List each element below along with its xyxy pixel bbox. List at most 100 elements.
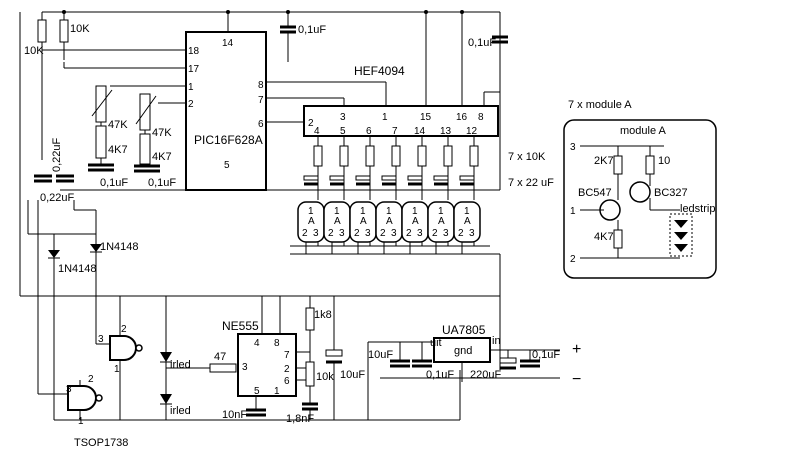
svg-text:6: 6 [284,376,290,387]
module-ledstrip: ledstrip [680,203,715,215]
bank-resistor [365,145,375,167]
label-47k-2: 47K [152,127,172,139]
svg-text:4: 4 [254,338,260,349]
module-pin-1: 1 [386,206,392,217]
pic-pin-6: 6 [258,119,264,130]
pic-pin-7: 7 [258,95,264,106]
module-pin-2: 2 [354,228,360,239]
svg-text:2: 2 [284,364,290,375]
label-220uf: 220uF [470,369,501,381]
svg-text:13: 13 [440,126,452,137]
bank-capacitor [433,175,449,181]
module-pin-2: 2 [328,228,334,239]
svg-text:1: 1 [274,386,280,397]
svg-text:1: 1 [570,206,576,217]
svg-text:1: 1 [382,112,388,123]
label-1n4148-lower: 1N4148 [58,263,97,275]
svg-text:5: 5 [254,386,260,397]
label-tsop1738: TSOP1738 [74,437,128,449]
label-4k7-2: 4K7 [152,151,172,163]
bank-resistor [469,145,479,167]
label-cap-top-2: 0,1uF [468,37,496,49]
ne555-timing: 1k8 10k 1,8nF 10uF [286,296,365,425]
module-pin-3: 3 [365,228,371,239]
svg-text:3: 3 [340,112,346,123]
hef-label: HEF4094 [354,64,405,78]
resistor-10k-right: 10K [59,19,90,60]
supply-rails [41,10,501,190]
label-r47: 47 [214,351,226,363]
module-a-title: module A [620,125,667,137]
minus-terminal-label: − [572,371,581,388]
svg-text:2: 2 [121,324,127,335]
svg-text:1: 1 [78,416,84,427]
module-pin-1: 1 [412,206,418,217]
label-cap-01-c: 0,1uF [426,369,454,381]
label-47k-1: 47K [108,119,128,131]
svg-text:7: 7 [284,350,290,361]
module-a-heading: 7 x module A [568,99,632,111]
label-7x10k: 7 x 10K [508,151,546,163]
label-cap-01-a: 0,1uF [100,177,128,189]
regulator-gnd-label: gnd [454,345,472,357]
bank-resistor [443,145,453,167]
module-pin-2: 2 [458,228,464,239]
module-pin-1: 1 [438,206,444,217]
pic16f628a-chip: 14 18 17 1 2 8 7 6 5 PIC16F628A [42,12,387,191]
plus-terminal-label: + [572,341,581,358]
bank-resistor [313,145,323,167]
pic-pin-2: 2 [188,99,194,110]
module-pin-1: 1 [334,206,340,217]
module-label-a: A [360,216,367,227]
svg-text:7: 7 [392,126,398,137]
module-bc547: BC547 [578,187,612,199]
svg-text:8: 8 [478,112,484,123]
label-cap-01-d: 0,1uF [532,349,560,361]
module-pin-3: 3 [417,228,423,239]
bank-capacitor [407,175,423,181]
voltage-regulator: UA7805 gnd uit in 10uF 0,1uF 220uF 0,1uF… [367,323,581,420]
capacitor-top-1: 0,1uF [280,12,326,62]
label-022uf-horizontal: 0,22uF [40,192,75,204]
label-cap-01-b: 0,1uF [148,177,176,189]
module-2k7: 2K7 [594,155,614,167]
regulator-out-label: uit [430,337,442,349]
svg-text:6: 6 [366,126,372,137]
bank-capacitor [355,175,371,181]
module-label-a: A [308,216,315,227]
capacitor-top-2: 0,1uF [468,35,508,49]
module-label-a: A [438,216,445,227]
module-pin-3: 3 [469,228,475,239]
svg-text:3: 3 [98,334,104,345]
label-irled-1: irled [170,359,191,371]
label-1k8: 1k8 [314,309,332,321]
svg-text:3: 3 [242,362,248,373]
ne555-label: NE555 [222,319,259,333]
pic-pin-18: 18 [188,46,200,57]
hef4094-chip: HEF4094 3 1 15 16 8 2 4 5 6 7 14 13 12 [303,12,500,137]
ua7805-label: UA7805 [442,323,486,337]
label-1n4148-upper: 1N4148 [100,241,139,253]
module-a-detail: 7 x module A module A 3 1 2 2K7 10 BC547… [563,99,717,279]
label-10uf-horizontal: 10uF [368,349,393,361]
label-irled-2: irled [170,405,191,417]
module-pin-2: 2 [380,228,386,239]
svg-text:12: 12 [466,126,478,137]
label-4k7-1: 4K7 [108,144,128,156]
bank-capacitor [303,175,319,181]
svg-text:8: 8 [274,338,280,349]
pic-pin-8: 8 [258,80,264,91]
label-10k-left: 10K [24,45,44,57]
bank-resistor [417,145,427,167]
module-pin-2: 2 [406,228,412,239]
module-label-a: A [412,216,419,227]
output-module [453,201,481,243]
irled-pair: irled irled 47 [160,296,237,420]
module-label-a: A [386,216,393,227]
module-pin-3: 3 [339,228,345,239]
module-pin-1: 1 [360,206,366,217]
pot-network-1: 47K 4K7 0,1uF [88,85,186,189]
bank-capacitor [381,175,397,181]
